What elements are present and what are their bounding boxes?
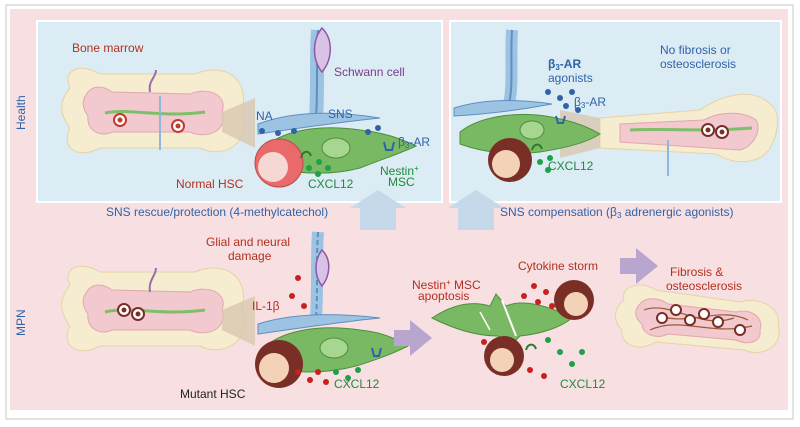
mpn-progression-arrow-2	[620, 248, 658, 284]
health-left-bone	[61, 67, 245, 154]
label-sns: SNS	[328, 107, 353, 121]
health-left-normal-hsc	[254, 138, 304, 188]
mpn-middle-cytokine-dots	[481, 283, 555, 379]
health-left-receptor	[300, 150, 312, 159]
label-schwann-cell: Schwann cell	[334, 65, 405, 79]
label-msc-health: MSC	[388, 175, 415, 189]
row-label-health: Health	[14, 95, 28, 130]
health-right-agonist-dots	[545, 89, 581, 113]
health-left-zoom-cone	[222, 98, 255, 148]
label-cxcl12-health-left: CXCL12	[308, 177, 354, 191]
label-fibrosis-line1: Fibrosis &	[670, 265, 724, 279]
mpn-left-receptor	[371, 347, 382, 357]
mpn-right-fibrotic-bone	[615, 284, 780, 353]
rescue-up-arrow	[350, 190, 406, 230]
mpn-left-damaged-nerve	[257, 231, 381, 335]
label-bone-marrow: Bone marrow	[72, 41, 144, 55]
compensation-up-arrow	[448, 190, 504, 230]
health-right-hsc	[488, 138, 532, 182]
mpn-progression-arrow-1	[394, 320, 432, 356]
mpn-left-mutant-hsc	[255, 340, 303, 388]
mpn-middle-receptor	[525, 343, 537, 351]
mpn-middle-hsc-top	[554, 280, 594, 320]
health-left-cxcl12-dots	[306, 159, 331, 177]
label-normal-hsc: Normal HSC	[176, 177, 244, 191]
label-b3ar-right: β3-AR	[574, 95, 607, 111]
mpn-left-zoom-cone	[222, 296, 255, 346]
mpn-left-il1b-dots	[289, 275, 329, 385]
health-left-b3-receptor	[383, 141, 395, 151]
mpn-middle-cxcl12-dots	[545, 337, 585, 367]
label-cxcl12-mpn-right: CXCL12	[560, 377, 606, 391]
label-no-fibrosis-line2: osteosclerosis	[660, 57, 737, 71]
health-right-cxcl12-dots	[537, 155, 553, 173]
label-sns-compensation: SNS compensation (β3 adrenergic agonists…	[500, 205, 734, 221]
label-nestin-msc-health: Nestin+	[380, 164, 419, 178]
mpn-left-bone	[61, 265, 245, 352]
row-label-mpn: MPN	[14, 309, 28, 336]
label-fibrosis-line2: osteosclerosis	[666, 279, 743, 293]
health-left-schwann-nerve	[257, 26, 381, 135]
label-mutant-hsc: Mutant HSC	[180, 387, 246, 401]
label-no-fibrosis-line1: No fibrosis or	[660, 43, 731, 57]
label-b3ar-left: β3-AR	[398, 135, 431, 151]
label-nestin-msc-mpn: Nestin+ MSC	[412, 278, 481, 292]
health-right-nerve	[453, 29, 553, 117]
health-left-na-dots	[259, 125, 381, 136]
mpn-left-cxcl12-dots	[333, 367, 361, 381]
label-na: NA	[256, 109, 273, 123]
label-il1b: IL-1β	[252, 299, 280, 313]
label-cxcl12-mpn-left: CXCL12	[334, 377, 380, 391]
label-apoptosis: apoptosis	[418, 289, 470, 303]
label-glial-line2: damage	[228, 249, 272, 263]
label-agonists-line1: β3-AR	[548, 57, 582, 73]
label-agonists-line2: agonists	[548, 71, 593, 85]
label-cytokine-storm: Cytokine storm	[518, 259, 599, 273]
label-glial-line1: Glial and neural	[206, 235, 291, 249]
label-cxcl12-health-right: CXCL12	[548, 159, 594, 173]
health-right-b3-receptor	[555, 115, 566, 124]
health-right-receptor	[531, 143, 543, 151]
health-right-msc-cell	[459, 113, 601, 155]
health-right-bone	[599, 93, 778, 176]
label-sns-rescue: SNS rescue/protection (4-methylcatechol)	[106, 205, 329, 219]
mpn-middle-hsc-bottom	[484, 336, 524, 376]
